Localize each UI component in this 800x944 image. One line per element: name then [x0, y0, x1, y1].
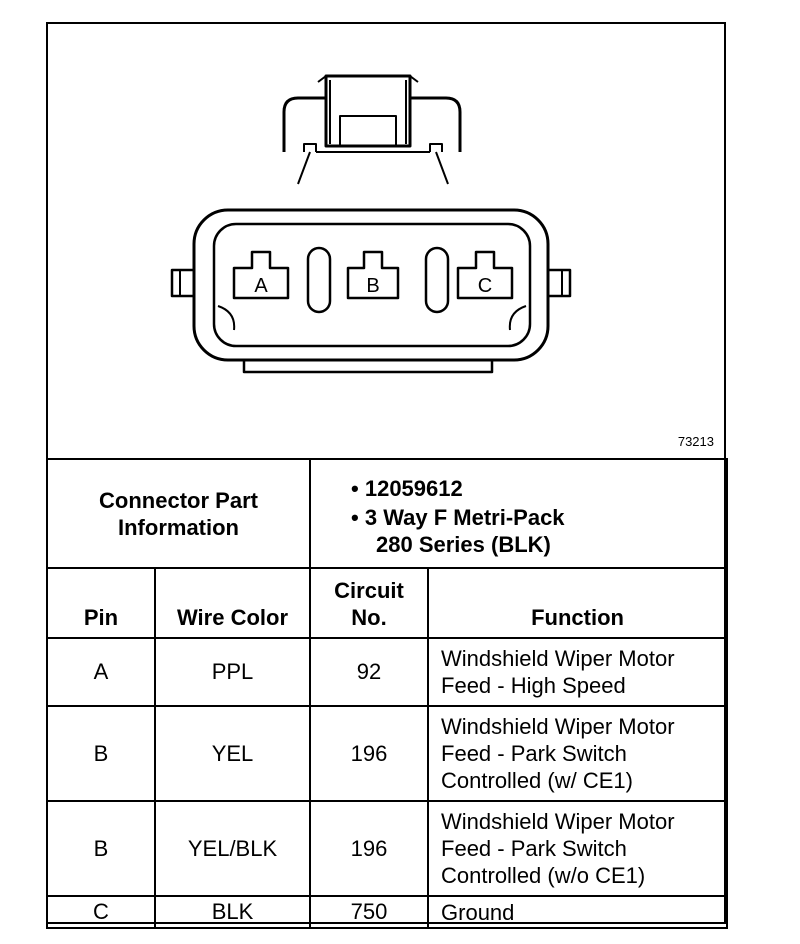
pin-cell: B	[46, 705, 156, 802]
circuit-cell: 750	[309, 895, 430, 929]
connector-info-row: Connector Part Information • 12059612 • …	[45, 458, 729, 569]
cavity-b	[346, 250, 400, 300]
connector-info-values: • 12059612 • 3 Way F Metri-Pack 280 Seri…	[309, 458, 729, 569]
figure-number: 73213	[677, 434, 714, 449]
table-row: C BLK 750 Ground	[46, 895, 729, 929]
pin-cell: C	[46, 895, 156, 929]
part-number: • 12059612	[351, 476, 463, 501]
connector-info-label: Connector Part Information	[45, 458, 312, 569]
table-row: B YEL/BLK 196 Windshield Wiper Motor Fee…	[46, 800, 729, 897]
circuit-cell: 196	[309, 800, 430, 897]
connector-series: 280 Series (BLK)	[376, 532, 551, 557]
cavity-a	[232, 250, 290, 300]
connector-type: • 3 Way F Metri-Pack	[351, 505, 565, 530]
circuit-cell: 196	[309, 705, 430, 802]
wire-color-cell: YEL	[153, 705, 312, 802]
right-latch	[546, 268, 572, 298]
upper-housing	[282, 96, 462, 152]
pin-label-a: A	[254, 275, 268, 297]
table-row: A PPL 92 Windshield Wiper Motor Feed - H…	[46, 637, 729, 707]
pin-label-c: C	[478, 275, 492, 297]
header-circuit: Circuit No.	[309, 567, 430, 639]
locking-tab	[324, 74, 412, 148]
left-latch	[170, 268, 196, 298]
header-row: Pin Wire Color Circuit No. Function	[46, 567, 729, 639]
function-cell: Windshield Wiper Motor Feed - High Speed	[427, 637, 729, 707]
header-wire-color: Wire Color	[153, 567, 312, 639]
connector-card: A B C 73213 Connector Part Information •…	[45, 22, 729, 929]
wire-color-cell: PPL	[153, 637, 312, 707]
function-cell: Ground	[427, 895, 729, 929]
circuit-cell: 92	[309, 637, 430, 707]
pin-label-b: B	[366, 275, 379, 297]
pin-table: Connector Part Information • 12059612 • …	[45, 458, 729, 929]
connector-diagram: A B C	[170, 74, 572, 374]
function-cell: Windshield Wiper Motor Feed - Park Switc…	[427, 800, 729, 897]
table-row: B YEL 196 Windshield Wiper Motor Feed - …	[46, 705, 729, 802]
header-function: Function	[427, 567, 729, 639]
function-cell: Windshield Wiper Motor Feed - Park Switc…	[427, 705, 729, 802]
pin-cell: A	[46, 637, 156, 707]
wire-color-cell: YEL/BLK	[153, 800, 312, 897]
pin-cell: B	[46, 800, 156, 897]
header-pin: Pin	[46, 567, 156, 639]
wire-color-cell: BLK	[153, 895, 312, 929]
cavity-c	[456, 250, 514, 300]
